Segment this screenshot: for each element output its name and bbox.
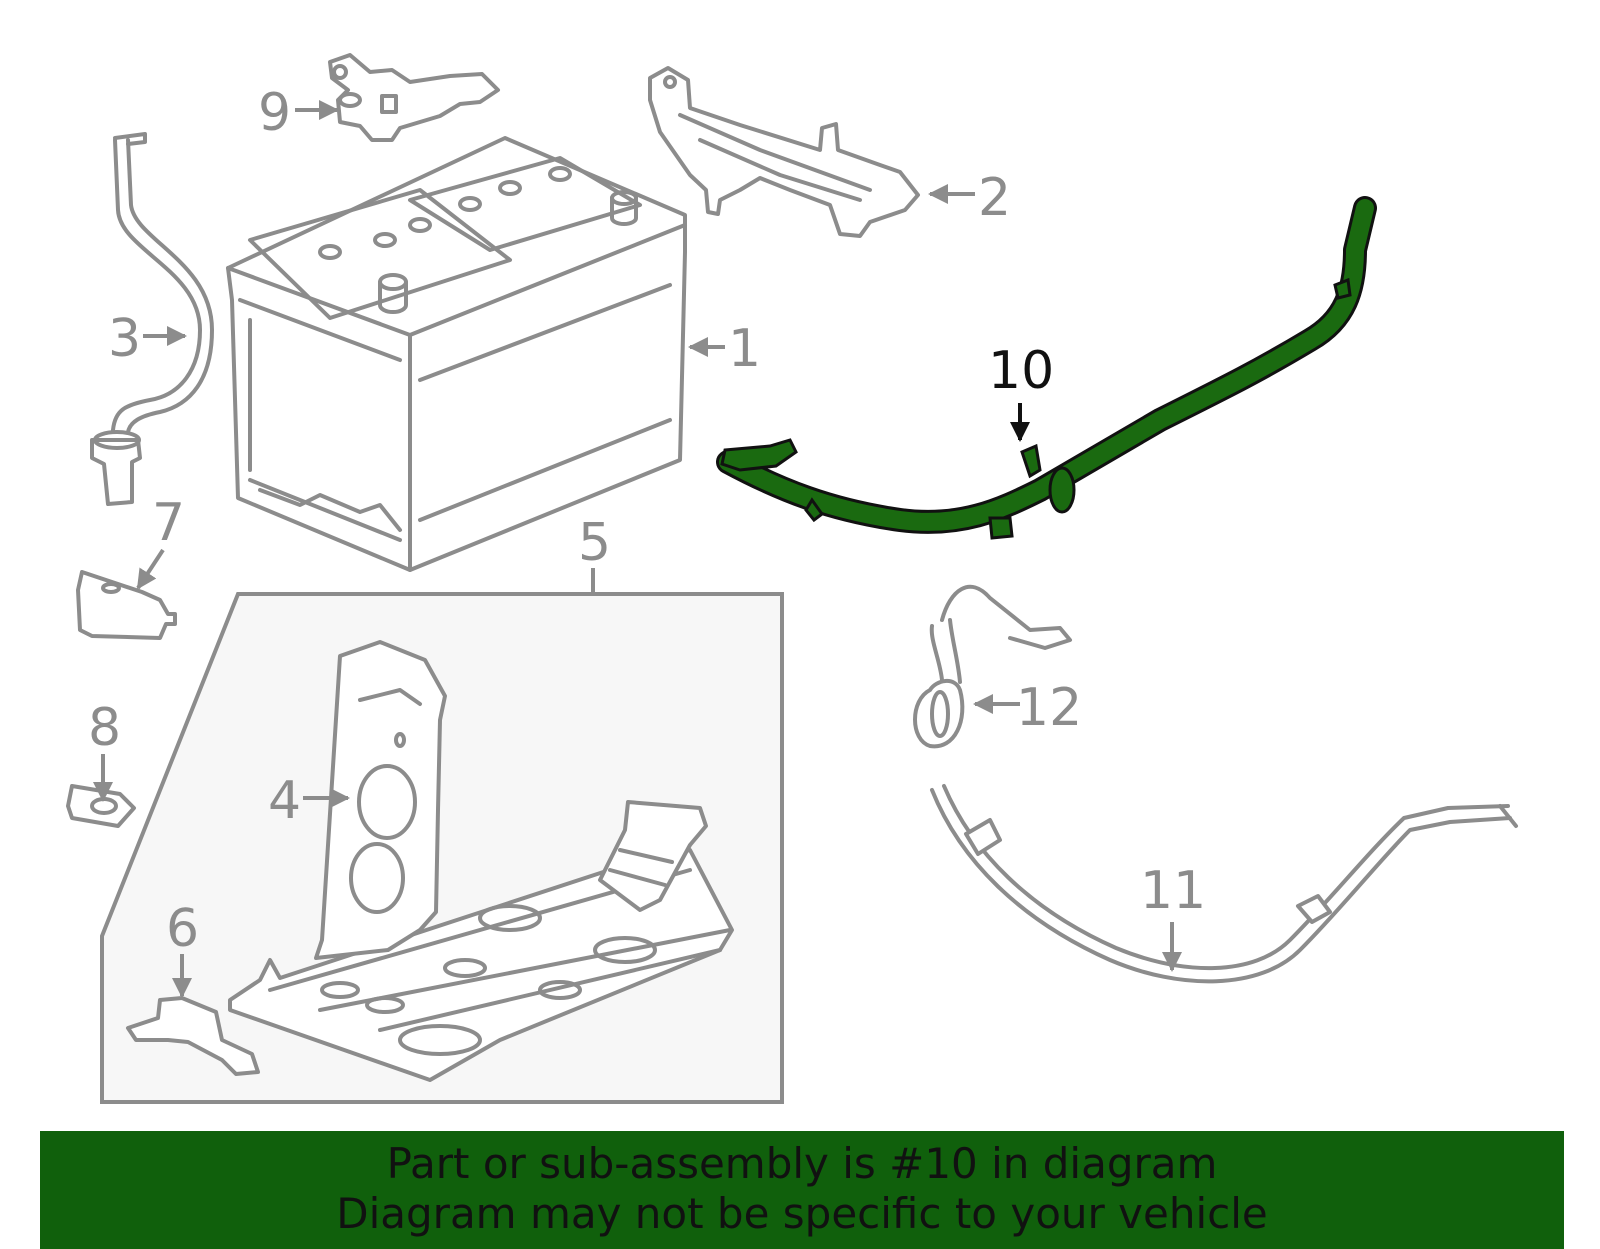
callout-9-label: 9 [258,83,291,143]
callout-1-label: 1 [728,319,761,379]
callout-7-label: 7 [152,493,185,553]
callout-4-label: 4 [268,771,301,831]
callout-10-label: 10 [988,341,1054,401]
callout-1: 1 [688,319,761,379]
callout-3-label: 3 [108,309,141,369]
callout-7: 7 [136,493,185,590]
clip-part-8[interactable] [66,784,136,828]
hold-down-bracket-part-2[interactable] [648,66,920,238]
cover-part-7[interactable] [76,570,177,640]
ground-cable-part-12[interactable] [913,584,1072,749]
banner-line-2: Diagram may not be specific to your vehi… [336,1189,1268,1238]
callout-12-label: 12 [1016,678,1082,738]
callout-11: 11 [1140,861,1206,972]
callout-8-label: 8 [88,698,121,758]
support-plate-part-4[interactable] [314,640,447,960]
callout-8: 8 [88,698,121,802]
callout-3: 3 [108,309,187,369]
vent-tube-part-3[interactable] [90,132,214,506]
callout-2-label: 2 [978,168,1011,228]
banner-line-1: Part or sub-assembly is #10 in diagram [386,1139,1218,1188]
callout-2: 2 [928,168,1011,228]
callout-6-label: 6 [166,899,199,959]
callout-12: 12 [973,678,1082,738]
callout-5-label: 5 [578,513,611,573]
callout-5: 5 [578,513,611,594]
callout-9: 9 [258,83,339,143]
bracket-part-6[interactable] [126,996,260,1076]
harness-cable-part-11[interactable] [930,784,1518,984]
callout-10: 10 [988,341,1054,442]
tray-assembly-part-5[interactable] [100,592,784,1104]
callout-6: 6 [166,899,199,998]
callout-4: 4 [268,771,350,831]
battery-part-1[interactable] [226,136,687,572]
cable-part-10[interactable] [716,196,1377,540]
callout-11-label: 11 [1140,861,1206,921]
sensor-part-9[interactable] [328,53,500,142]
info-banner: Part or sub-assembly is #10 in diagram D… [40,1131,1564,1249]
